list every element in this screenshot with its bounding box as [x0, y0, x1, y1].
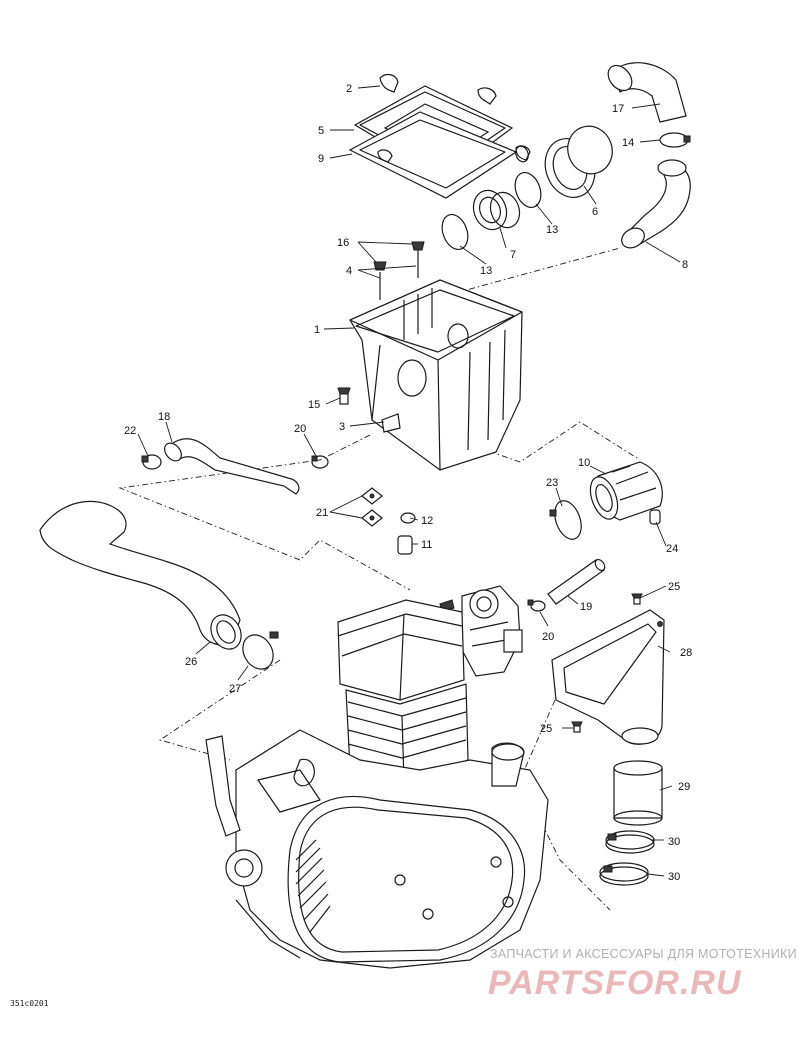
callout-27: 27	[229, 683, 241, 695]
callout-21: 21	[316, 507, 328, 519]
callout-17: 17	[612, 103, 624, 115]
callout-14: 14	[622, 137, 634, 149]
callout-11: 11	[421, 539, 432, 551]
sleeve-7	[472, 189, 521, 231]
clamp-27	[242, 631, 279, 670]
callout-4: 4	[346, 265, 352, 277]
watermark-logo: PARTSFOR.RU	[488, 964, 742, 1002]
clamp-23	[549, 500, 582, 540]
screw-15	[337, 387, 351, 405]
callout-20b: 20	[542, 631, 554, 643]
adapter-10	[589, 461, 663, 521]
callout-28: 28	[680, 647, 692, 659]
duct-26	[39, 500, 242, 650]
sleeve-11	[397, 535, 413, 555]
plates-21	[361, 487, 383, 527]
callout-13b: 13	[546, 224, 558, 236]
callout-24: 24	[666, 543, 678, 555]
callout-2: 2	[346, 83, 352, 95]
clamps-30	[599, 830, 655, 886]
callout-7: 7	[510, 249, 516, 261]
watermark: ЗАПЧАСТИ И АКСЕССУАРЫ ДЛЯ МОТОТЕХНИКИ PA…	[488, 947, 797, 1002]
callout-12: 12	[421, 515, 433, 527]
callout-8: 8	[682, 259, 688, 271]
callout-leaders	[137, 85, 681, 877]
callout-13a: 13	[480, 265, 492, 277]
adapter-6	[544, 125, 613, 198]
callout-29: 29	[678, 781, 690, 793]
callout-22: 22	[124, 425, 136, 437]
callout-25b: 25	[540, 723, 552, 735]
hose-18	[164, 438, 300, 495]
callout-19: 19	[580, 601, 592, 613]
callout-30b: 30	[668, 871, 680, 883]
callout-26: 26	[185, 656, 197, 668]
lid-clips	[377, 73, 531, 163]
callout-16: 16	[337, 237, 349, 249]
callout-1: 1	[314, 324, 320, 336]
callout-23: 23	[546, 477, 558, 489]
carburetor	[439, 585, 523, 677]
clamp-12	[400, 512, 416, 524]
clamp-20-right	[527, 599, 546, 612]
hose-19	[547, 558, 606, 605]
clamp-22	[141, 454, 162, 470]
reference-code: 351c0201	[10, 999, 49, 1008]
callout-numbers: 1 2 3 4 5 6 7 8 9 10 11 12 13 13 14 15 1…	[124, 83, 692, 883]
sleeve-29	[613, 760, 663, 826]
callout-30a: 30	[668, 836, 680, 848]
callout-20a: 20	[294, 423, 306, 435]
duct-8	[621, 159, 691, 249]
callout-18: 18	[158, 411, 170, 423]
watermark-subtitle: ЗАПЧАСТИ И АКСЕССУАРЫ ДЛЯ МОТОТЕХНИКИ	[490, 947, 797, 961]
vent-24	[649, 509, 661, 525]
clamp-14	[659, 132, 691, 148]
callout-3: 3	[339, 421, 345, 433]
clamps-13	[441, 145, 542, 251]
callout-10: 10	[578, 457, 590, 469]
callout-25a: 25	[668, 581, 680, 593]
callout-15: 15	[308, 399, 320, 411]
engine	[205, 599, 549, 969]
duct-28	[551, 609, 665, 745]
callout-5: 5	[318, 125, 324, 137]
airbox	[349, 279, 523, 471]
callout-6: 6	[592, 206, 598, 218]
hose-17	[607, 62, 687, 123]
clamp-20-left	[311, 455, 329, 469]
callout-9: 9	[318, 153, 324, 165]
